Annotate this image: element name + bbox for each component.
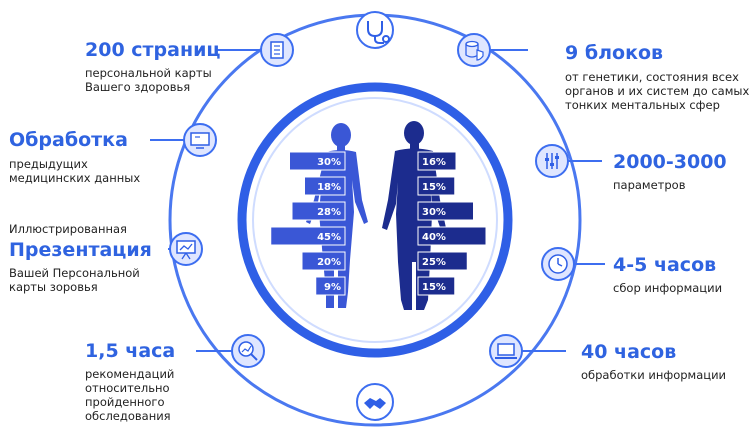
- processing-desc-1: предыдущих: [9, 157, 88, 171]
- male-bar-label: 16%: [422, 157, 446, 168]
- hours40-title: 40 часов: [581, 341, 677, 363]
- hours15-desc-2: относительно: [85, 381, 170, 395]
- hours45-desc-1: сбор информации: [613, 281, 723, 295]
- hours15-desc-4: обследования: [85, 409, 171, 423]
- pages-title: 200 страниц: [85, 39, 221, 61]
- hours15-title: 1,5 часа: [85, 340, 176, 362]
- female-bar: [289, 151, 346, 171]
- clock-icon: [541, 247, 575, 281]
- male-bar: [417, 226, 487, 246]
- presentation-pre: Иллюстрированная: [9, 222, 127, 236]
- female-bar-label: 45%: [317, 232, 341, 243]
- male-bar: [417, 151, 457, 171]
- presentation-title: Презентация: [9, 239, 152, 261]
- male-bar: [417, 276, 456, 296]
- monitor-icon: [183, 123, 217, 157]
- hours15-desc-1: рекомендаций: [85, 367, 175, 381]
- male-bar-label: 25%: [422, 257, 446, 268]
- male-bar: [417, 201, 474, 221]
- laptop-icon: [489, 334, 523, 368]
- params-desc-1: параметров: [613, 178, 686, 192]
- male-bar-label: 15%: [422, 182, 446, 193]
- female-bar: [270, 226, 346, 246]
- female-bar-label: 28%: [317, 207, 341, 218]
- presentation-desc-1: Вашей Персональной: [9, 266, 140, 280]
- pages-desc-1: персональной карты: [85, 66, 212, 80]
- processing-desc-2: медицинских данных: [9, 171, 141, 185]
- presentation-board-icon: [169, 232, 203, 266]
- blocks-desc-1: от генетики, состояния всех: [565, 70, 739, 84]
- female-bars: 30% 18% 28% 45% 20% 9%: [270, 151, 346, 296]
- sliders-icon: [535, 144, 569, 178]
- params-title: 2000-3000: [613, 151, 727, 173]
- female-bar-label: 18%: [317, 182, 341, 193]
- blocks-desc-3: тонких ментальных сфер: [565, 98, 720, 112]
- female-bar: [315, 276, 346, 296]
- processing-title: Обработка: [9, 129, 128, 151]
- female-bar-label: 30%: [317, 157, 341, 168]
- male-bar-label: 15%: [422, 282, 446, 293]
- male-bar-label: 40%: [422, 232, 446, 243]
- connector-lines: [150, 49, 605, 352]
- handshake-icon: [356, 383, 394, 421]
- magnifier-chart-icon: [231, 334, 265, 368]
- hours40-desc-1: обработки информации: [581, 368, 727, 382]
- hours15-desc-3: пройденного: [85, 395, 165, 409]
- female-bar: [301, 251, 346, 271]
- hours45-title: 4-5 часов: [613, 254, 717, 276]
- male-bars: 16% 15% 30% 40% 25% 15%: [417, 151, 487, 296]
- database-shield-icon: [457, 33, 491, 67]
- male-bar: [417, 251, 468, 271]
- blocks-desc-2: органов и их систем до самых: [565, 84, 750, 98]
- female-bar-label: 20%: [317, 257, 341, 268]
- female-bar: [291, 201, 346, 221]
- pages-desc-2: Вашего здоровья: [85, 80, 191, 94]
- male-bar: [417, 176, 456, 196]
- presentation-desc-2: карты зоровья: [9, 280, 98, 294]
- male-bar-label: 30%: [422, 207, 446, 218]
- female-bar: [304, 176, 346, 196]
- blocks-title: 9 блоков: [565, 42, 664, 64]
- document-icon: [260, 33, 294, 67]
- stethoscope-icon: [356, 11, 394, 49]
- female-bar-label: 9%: [324, 282, 341, 293]
